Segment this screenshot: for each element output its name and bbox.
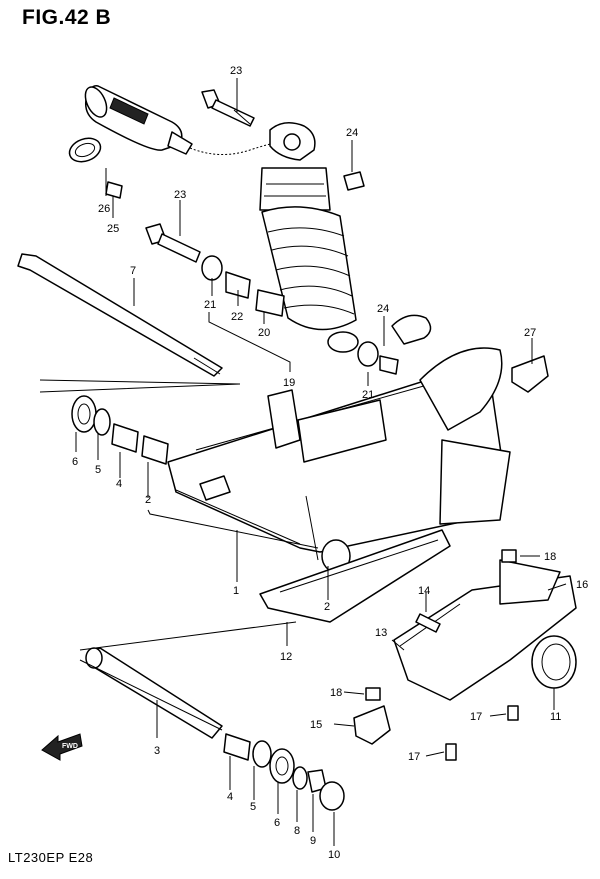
- spacer: [255, 289, 285, 317]
- callout-number: 21: [362, 389, 374, 401]
- cover-bolt: [415, 613, 441, 633]
- callout-number: 13: [375, 627, 387, 639]
- callout-number: 11: [550, 711, 561, 723]
- bracket: [511, 355, 549, 393]
- bushing-right: [223, 733, 251, 761]
- callout-number: 22: [231, 311, 243, 323]
- screw-lower: [445, 743, 457, 761]
- callout-number: 17: [408, 751, 420, 763]
- callout-number: 26: [98, 203, 110, 215]
- callout-number: 4: [116, 478, 122, 490]
- screw-right: [507, 705, 519, 721]
- upper-bolt: [201, 89, 255, 127]
- fwd-arrow: FWD: [41, 733, 83, 761]
- callout-number: 27: [524, 327, 536, 339]
- callout-number: 14: [418, 585, 430, 597]
- chain-cover: [393, 559, 577, 701]
- bearing-left: [141, 435, 169, 465]
- callout-number: 12: [280, 651, 292, 663]
- hose-clamp: [68, 137, 102, 163]
- callout-numbers: 23 24 26 25 23 7 21 22 20 19 24 21 27 6 …: [72, 65, 588, 861]
- model-code: LT230EP E28: [8, 850, 94, 865]
- clip-nut-upper: [501, 549, 517, 563]
- callout-number: 24: [346, 127, 358, 139]
- callout-number: 16: [576, 579, 588, 591]
- reservoir-hose: [189, 141, 281, 155]
- collar: [225, 271, 251, 299]
- cover-bracket: [353, 705, 391, 745]
- dust-seal-left: [71, 395, 97, 433]
- callout-number: 21: [204, 299, 216, 311]
- clip-nut-lower: [365, 687, 381, 701]
- shock-absorber: [259, 122, 359, 353]
- callout-number: 5: [95, 464, 101, 476]
- callout-number: 2: [145, 494, 151, 506]
- washer-right: [252, 740, 272, 768]
- upper-nut: [343, 171, 365, 191]
- cap: [319, 781, 345, 811]
- callout-number: 15: [310, 719, 322, 731]
- axle-shaft: [85, 647, 223, 739]
- shock-washer-right: [357, 341, 399, 375]
- skid-plate: [259, 529, 451, 623]
- lower-washer: [201, 255, 223, 281]
- washer-left: [93, 408, 111, 436]
- figure-title: FIG.42 B: [22, 6, 112, 29]
- seal-ring: [531, 635, 577, 689]
- lower-bolt: [145, 223, 201, 263]
- callout-number: 1: [233, 585, 239, 597]
- callout-number: 20: [258, 327, 270, 339]
- callout-number: 7: [130, 265, 136, 277]
- shock-link: [391, 314, 432, 345]
- swing-arm: [167, 347, 511, 573]
- leader-lines: [39, 78, 567, 846]
- callout-number: 24: [377, 303, 389, 315]
- callout-number: 10: [328, 849, 340, 861]
- fwd-label: FWD: [62, 743, 78, 750]
- callout-number: 25: [107, 223, 119, 235]
- callout-number: 17: [470, 711, 482, 723]
- callout-number: 2: [324, 601, 330, 613]
- pivot-shaft: [17, 253, 223, 377]
- callout-number: 4: [227, 791, 233, 803]
- callout-number: 9: [310, 835, 316, 847]
- callout-number: 6: [72, 456, 78, 468]
- callout-number: 19: [283, 377, 295, 389]
- rubber-block: [105, 181, 123, 199]
- callout-number: 5: [250, 801, 256, 813]
- dust-seal-right: [269, 748, 295, 784]
- shock-reservoir: [84, 85, 193, 155]
- callout-number: 23: [230, 65, 242, 77]
- callout-number: 6: [274, 817, 280, 829]
- callout-number: 18: [330, 687, 342, 699]
- bushing-left: [111, 423, 139, 453]
- callout-number: 8: [294, 825, 300, 837]
- callout-number: 23: [174, 189, 186, 201]
- small-washer: [292, 766, 308, 790]
- callout-number: 18: [544, 551, 556, 563]
- callout-number: 3: [154, 745, 160, 757]
